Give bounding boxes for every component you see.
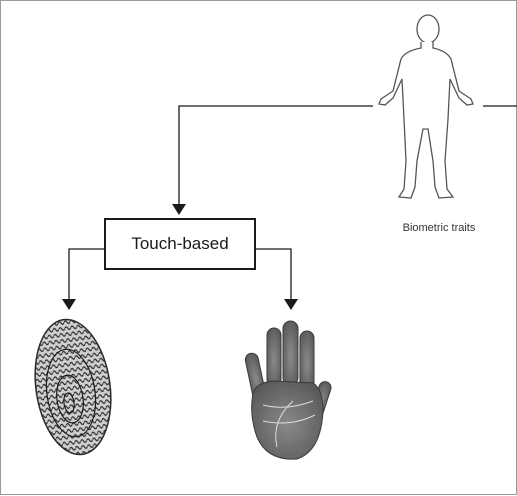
fingerprint-icon bbox=[27, 315, 119, 460]
touch-based-node: Touch-based bbox=[104, 218, 256, 270]
touch-based-label: Touch-based bbox=[131, 234, 228, 254]
palmprint-icon bbox=[244, 321, 332, 459]
human-figure-icon bbox=[379, 15, 473, 198]
biometric-traits-caption: Biometric traits bbox=[379, 222, 499, 234]
connector-figure-to-touch bbox=[172, 106, 373, 215]
arrowhead bbox=[62, 299, 76, 310]
connector-touch-to-palmprint bbox=[256, 249, 298, 310]
arrowhead bbox=[284, 299, 298, 310]
connector-touch-to-fingerprint bbox=[62, 249, 104, 310]
arrowhead bbox=[172, 204, 186, 215]
